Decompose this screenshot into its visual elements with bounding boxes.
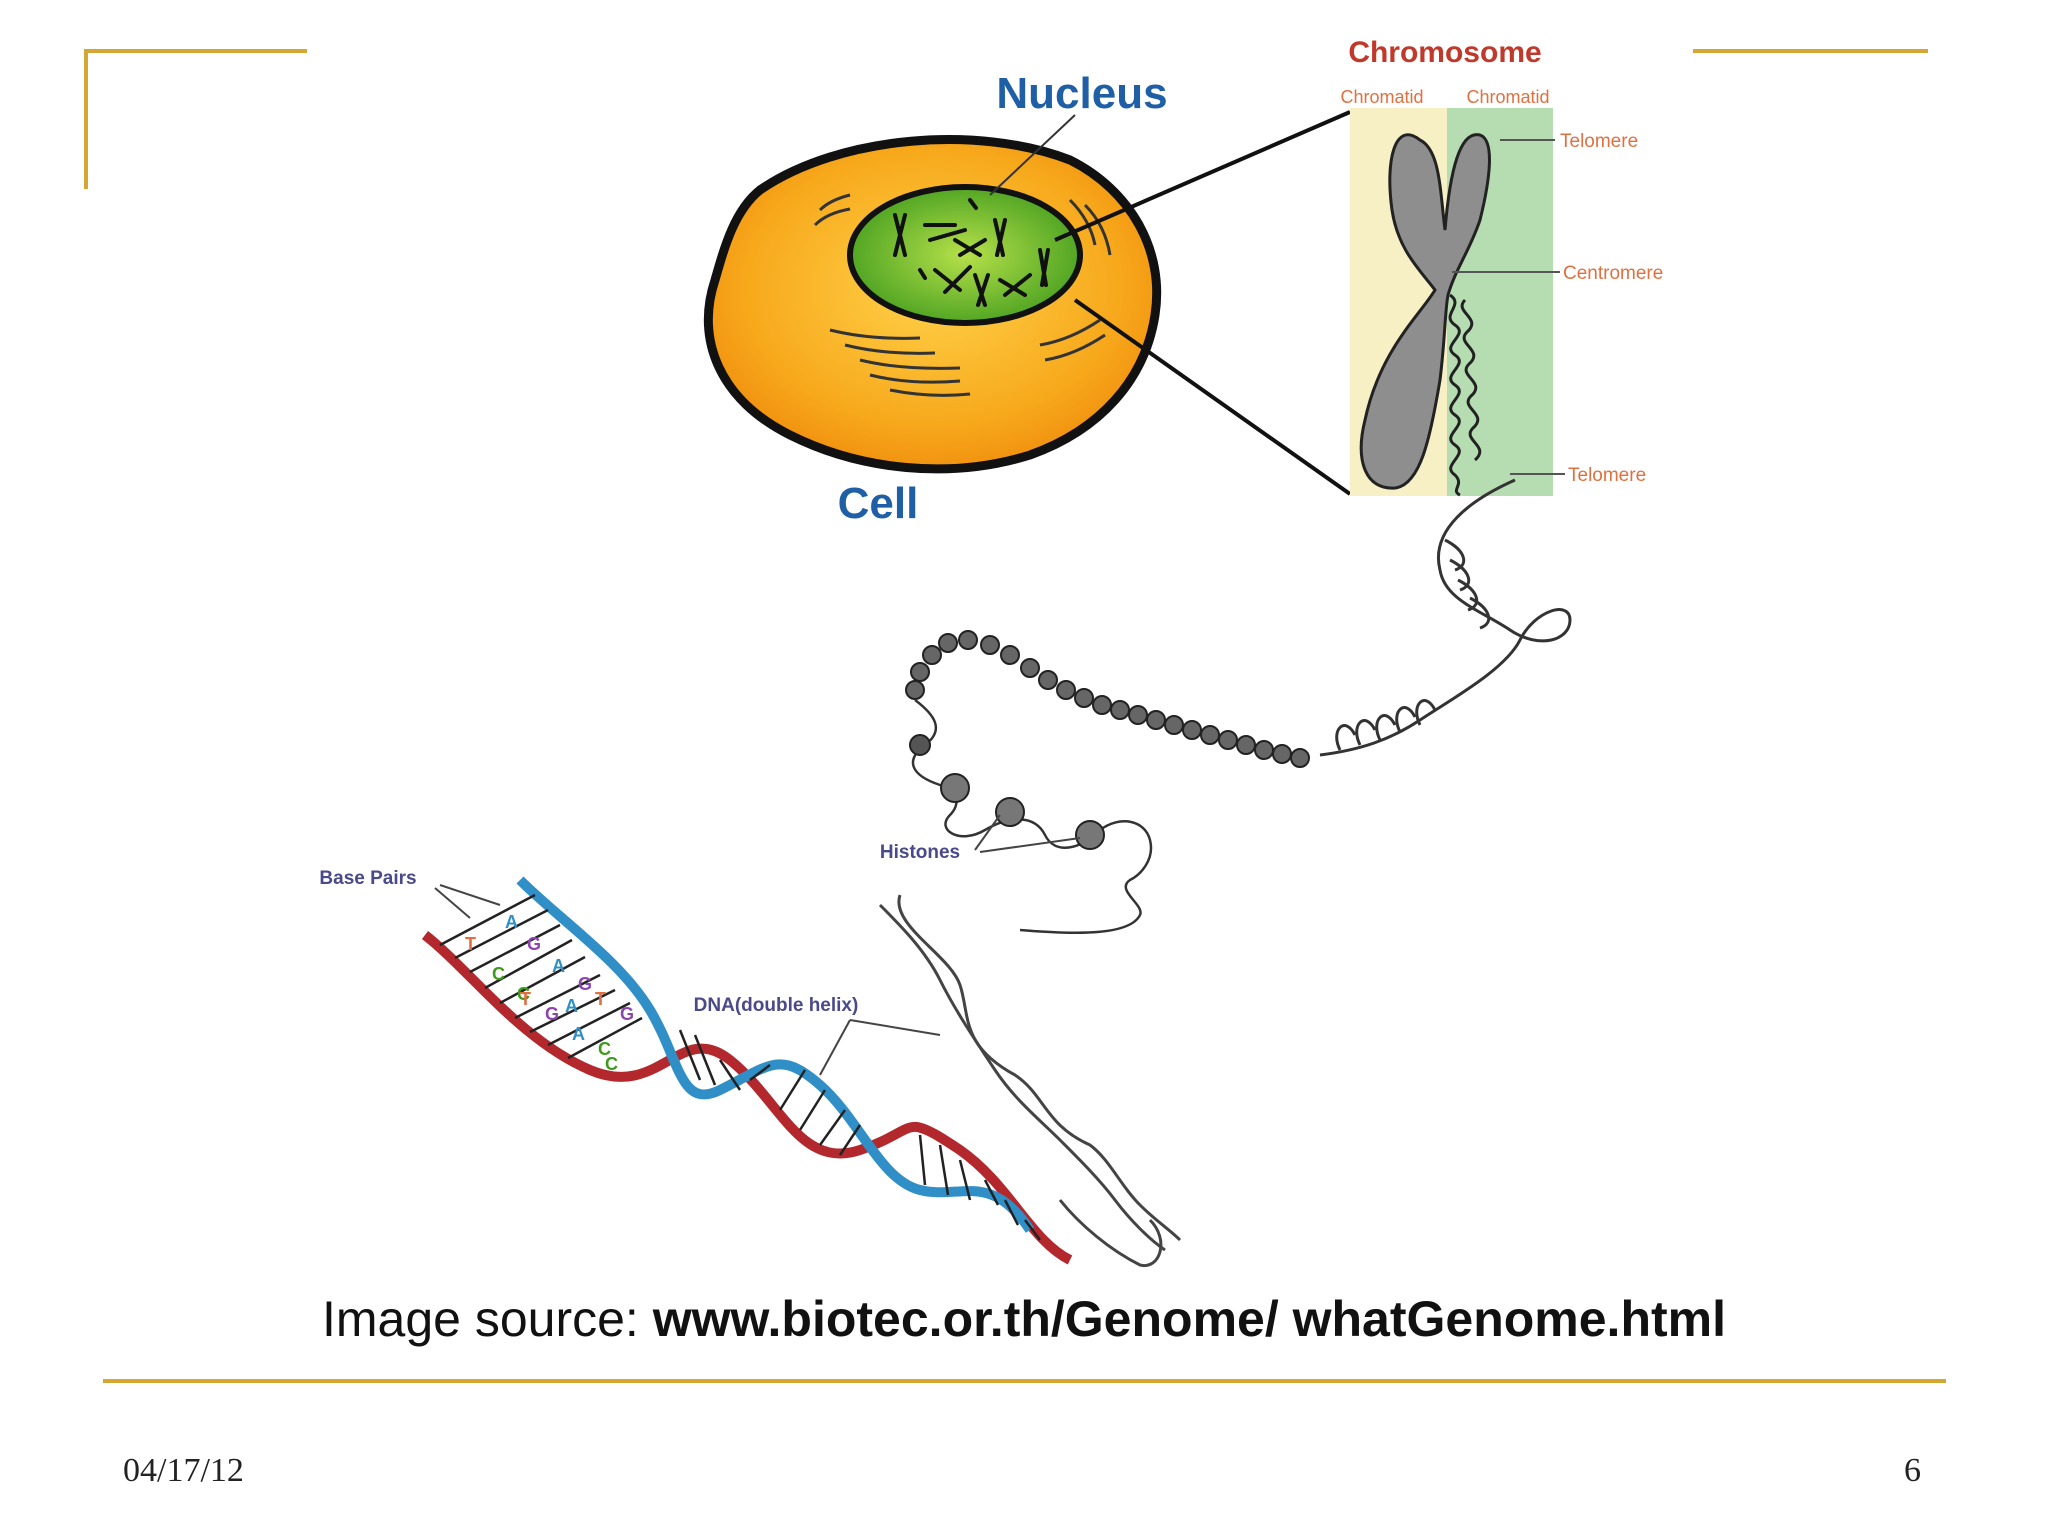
top-right-line — [1693, 49, 1928, 53]
base-letter: A — [565, 996, 578, 1016]
chromatin-coil — [1448, 293, 1482, 497]
image-source-caption: Image source: www.biotec.or.th/Genome/ w… — [0, 1290, 2048, 1348]
histones-label: Histones — [880, 842, 960, 863]
dna-pointers — [819, 1019, 941, 1076]
base-letter: A — [505, 912, 518, 932]
corner-top-line — [84, 49, 307, 53]
histones-pointers — [974, 814, 1081, 853]
base-letter: C — [492, 964, 505, 984]
nucleosome-string — [909, 699, 1153, 935]
corner-left-line — [84, 49, 88, 189]
zoom-line-top — [1054, 110, 1351, 242]
base-pairs-label: Base Pairs — [319, 868, 416, 889]
nucleus-label: Nucleus — [996, 69, 1167, 118]
footer-date: 04/17/12 — [123, 1452, 244, 1489]
zoom-line-bottom — [1073, 298, 1352, 496]
base-letter: C — [517, 984, 530, 1004]
chromosome-shape — [1359, 133, 1491, 490]
telomere-bottom-label: Telomere — [1568, 465, 1646, 486]
chromosome-panel — [1350, 108, 1553, 497]
base-letter: T — [595, 989, 606, 1009]
telomere-top-label: Telomere — [1560, 131, 1638, 152]
centromere-label: Centromere — [1563, 263, 1663, 284]
base-letter: C — [598, 1039, 611, 1059]
base-pairs-pointers — [434, 884, 501, 919]
cell — [703, 135, 1162, 474]
dna-helix-large — [421, 876, 1073, 1265]
chromosome-label: Chromosome — [1348, 36, 1541, 69]
nucleus-chromosomes — [893, 198, 1050, 307]
base-letter: G — [545, 1004, 559, 1024]
footer-page-number: 6 — [1904, 1452, 1921, 1489]
base-letter: G — [578, 974, 592, 994]
nucleus — [847, 184, 1083, 326]
base-letter: A — [572, 1024, 585, 1044]
nucleus-pointer — [989, 114, 1076, 196]
endoplasmic-reticulum — [813, 193, 1112, 397]
caption-source-link[interactable]: www.biotec.or.th/Genome/ whatGenome.html — [652, 1291, 1726, 1347]
base-letter: G — [620, 1004, 634, 1024]
chromatid-left-label: Chromatid — [1340, 87, 1423, 107]
base-letter: T — [465, 934, 476, 954]
dna-double-helix-label: DNA(double helix) — [694, 995, 859, 1016]
chromatid-right-label: Chromatid — [1466, 87, 1549, 107]
solenoid-fiber — [905, 630, 1310, 768]
base-letter: A — [552, 956, 565, 976]
coiled-fiber — [1319, 478, 1572, 757]
dna-helix-small — [878, 894, 1182, 1267]
caption-prefix: Image source: — [322, 1291, 653, 1347]
base-letters: T A C G A C G T G A C T G A C — [465, 912, 634, 1074]
bottom-divider — [103, 1379, 1946, 1383]
base-letter: C — [605, 1054, 618, 1074]
cell-label: Cell — [838, 479, 919, 528]
base-letter: T — [520, 989, 531, 1009]
base-letter: G — [527, 934, 541, 954]
